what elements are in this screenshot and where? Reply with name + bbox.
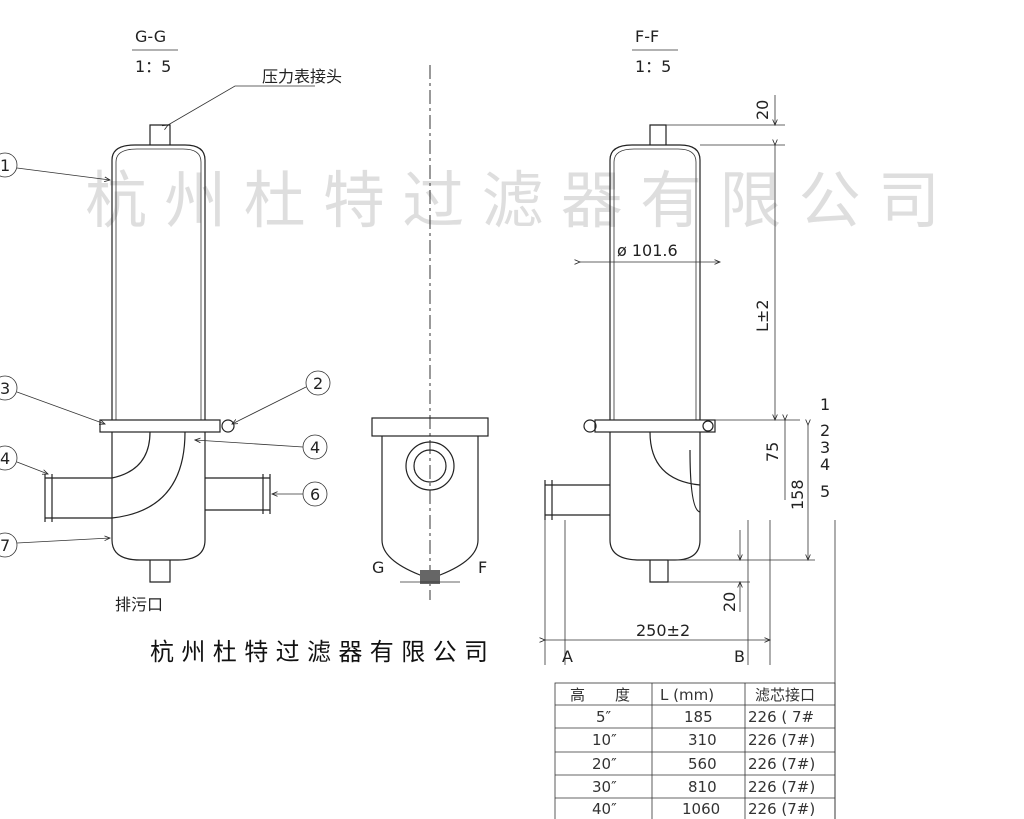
view-title-gg: G-G	[135, 27, 166, 46]
balloon-right-5: 5	[820, 482, 830, 501]
table-row: 20″ 560 226 (7#)	[592, 755, 815, 773]
mark-a: A	[562, 647, 573, 666]
table-row: 30″ 810 226 (7#)	[592, 778, 815, 796]
cell-connector: 226 (7#)	[748, 778, 815, 796]
balloon-2: 2	[313, 374, 323, 393]
gauge-connector-label: 压力表接头	[262, 67, 342, 86]
balloon-right-3: 3	[820, 438, 830, 457]
side-bowl	[381, 436, 479, 576]
cell-length: 1060	[682, 800, 720, 818]
cell-height: 10″	[592, 731, 617, 749]
vessel-body	[111, 144, 206, 420]
cell-connector: 226 (7#)	[748, 731, 815, 749]
header-height: 高 度	[570, 686, 630, 704]
cell-length: 560	[688, 755, 717, 773]
section-mark-f: F	[478, 558, 487, 577]
cell-height: 40″	[592, 800, 617, 818]
side-flange	[371, 417, 489, 437]
head-flange	[99, 419, 221, 433]
balloon-right-2: 2	[820, 421, 830, 440]
balloon-7: 7	[0, 536, 10, 555]
dim-length: L±2	[753, 300, 772, 333]
balloon-6: 6	[310, 485, 320, 504]
cell-connector: 226 ( 7#	[748, 708, 814, 726]
view-side: G F	[371, 65, 489, 600]
view-g-g: G-G 1：5 压力表接头 1 3 4 7 2 4 6	[0, 27, 342, 614]
dim-width: 250±2	[636, 621, 690, 640]
cell-height: 20″	[592, 755, 617, 773]
spec-table: 高 度 L (mm) 滤芯接口 5″ 185 226 ( 7# 10″ 310 226 …	[554, 682, 836, 819]
watermark: 杭州杜特过滤器有限公司	[85, 164, 940, 237]
side-drain	[420, 570, 440, 584]
cell-connector: 226 (7#)	[748, 755, 815, 773]
balloon-4b: 4	[310, 438, 320, 457]
drain-label: 排污口	[115, 595, 163, 614]
balloon-4: 4	[0, 449, 10, 468]
company-name: 杭州杜特过滤器有限公司	[150, 638, 488, 666]
balloon-3: 3	[0, 379, 10, 398]
dim-flange: 75	[763, 442, 782, 462]
table-row: 40″ 1060 226 (7#)	[592, 800, 815, 818]
table-row: 5″ 185 226 ( 7#	[596, 708, 814, 726]
view-scale-gg: 1：5	[135, 57, 171, 76]
section-mark-g: G	[372, 558, 384, 577]
cell-length: 810	[688, 778, 717, 796]
mark-b: B	[734, 647, 745, 666]
balloon-right-1: 1	[820, 395, 830, 414]
inlet-pipe	[44, 474, 112, 522]
dim-diameter: ø 101.6	[617, 241, 678, 260]
dim-inlet: 158	[788, 479, 807, 510]
cell-length: 310	[688, 731, 717, 749]
dim-top: 20	[753, 100, 772, 120]
balloons-right: 1 2 3 4 5	[820, 395, 830, 501]
view-title-ff: F-F	[635, 27, 659, 46]
view-f-f: F-F 1：5 ø 101.6 20 L±2 75 158 20	[545, 27, 836, 819]
dim-bottom: 20	[720, 592, 739, 612]
cell-height: 5″	[596, 708, 612, 726]
header-length: L (mm)	[660, 686, 714, 704]
balloons-left: 1 3 4 7 2 4 6	[0, 152, 331, 558]
balloon-1: 1	[0, 156, 10, 175]
table-row: 10″ 310 226 (7#)	[592, 731, 815, 749]
cell-height: 30″	[592, 778, 617, 796]
gauge-nozzle	[149, 124, 171, 145]
outlet-pipe	[205, 474, 271, 514]
view-scale-ff: 1：5	[635, 57, 671, 76]
drain-nozzle	[149, 560, 171, 583]
vessel-bowl	[111, 432, 206, 561]
cell-length: 185	[684, 708, 713, 726]
balloon-right-4: 4	[820, 455, 830, 474]
header-connector: 滤芯接口	[755, 686, 815, 704]
cell-connector: 226 (7#)	[748, 800, 815, 818]
